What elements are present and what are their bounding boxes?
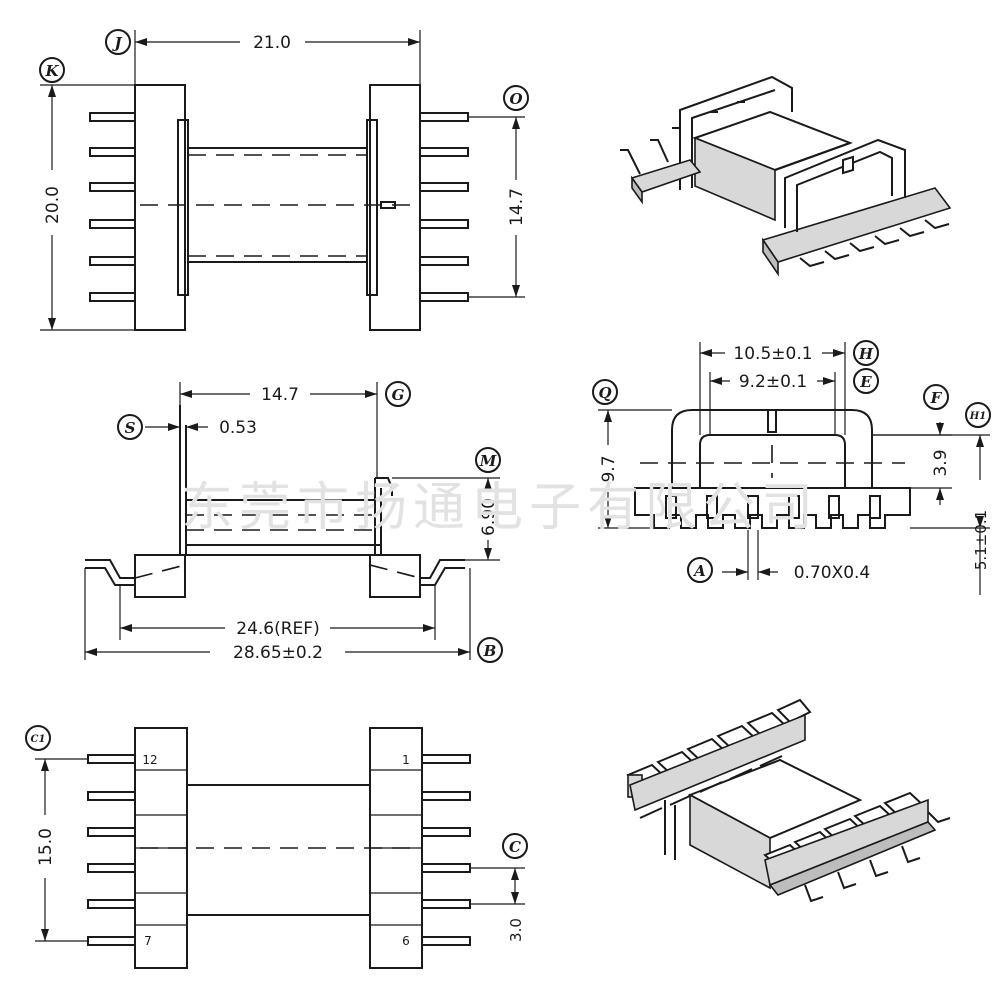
dim-side-inner-width: 14.7: [261, 385, 299, 405]
dim-top-width: 21.0: [253, 33, 291, 53]
tag-q: Q: [598, 384, 611, 402]
dim-end-height: 9.7: [599, 455, 619, 482]
dim-top-height: 20.0: [43, 186, 63, 224]
iso-top-smd-pins: [799, 219, 950, 268]
dim-top-pin-span: 14.7: [507, 188, 527, 226]
top-view: 21.0 J 20.0 K 14.7 O: [39, 29, 529, 331]
side-view: 14.7 G 0.53 S 6.90 M 24.6(REF): [84, 381, 503, 663]
tag-c1: C1: [31, 734, 46, 745]
dim-bottom-pin-row: 15.0: [36, 828, 56, 866]
tag-g: G: [392, 386, 405, 404]
tag-s: S: [125, 419, 136, 437]
bottom-view: 12 1 7 6 15.0 C1 3.0 C: [25, 725, 528, 969]
tag-o: O: [509, 90, 522, 108]
tag-k-circle: [39, 57, 65, 83]
pin-label-7: 7: [144, 934, 152, 948]
end-view: 10.5±0.1 H 9.2±0.1 E 9.7 Q 3.9: [592, 340, 991, 595]
tag-b: B: [483, 642, 497, 660]
tag-c: C: [509, 838, 521, 856]
dim-bottom-pitch: 3.0: [507, 918, 525, 942]
tag-g-circle: [385, 381, 411, 407]
pin-label-6: 6: [402, 934, 410, 948]
tag-j-circle: [105, 29, 131, 55]
isometric-view-top: [620, 75, 952, 277]
tag-j: J: [111, 34, 122, 52]
dim-end-total: 5.1±0.1: [972, 510, 990, 570]
tag-f: F: [930, 389, 943, 407]
tag-m: M: [479, 452, 497, 470]
tag-o-circle: [503, 85, 529, 111]
top-right-pins: [419, 112, 469, 302]
tag-a: A: [692, 562, 706, 580]
tag-s-circle: [117, 414, 143, 440]
top-left-pins: [89, 112, 136, 302]
dim-side-ref: 24.6(REF): [236, 619, 319, 639]
dim-end-pin: 0.70X0.4: [794, 563, 871, 583]
pin-label-12: 12: [142, 753, 157, 767]
bottom-right-pins: [421, 754, 471, 946]
tag-h1: H1: [969, 411, 986, 422]
tag-a-circle: [687, 557, 713, 583]
dim-end-outer-width: 10.5±0.1: [733, 344, 812, 364]
tag-q-circle: [592, 379, 618, 405]
tag-h1-circle: [965, 402, 991, 428]
tag-e: E: [859, 373, 872, 391]
tag-h: H: [858, 345, 874, 363]
dim-side-overall: 28.65±0.2: [233, 643, 323, 663]
top-left-flange: [134, 84, 186, 331]
iso-bottom-back-blocks: [626, 698, 812, 819]
top-left-flange-lip: [177, 119, 189, 296]
pin-label-1: 1: [402, 753, 410, 767]
tag-k: K: [44, 62, 59, 80]
top-polarity-marker: [380, 201, 396, 209]
bottom-left-pins: [87, 754, 136, 946]
tag-h-circle: [853, 340, 879, 366]
dim-side-height: 6.90: [479, 498, 499, 536]
tag-c1-circle: [25, 725, 51, 751]
tag-c-circle: [502, 833, 528, 859]
company-watermark: 东莞市扬通电子有限公司: [181, 478, 819, 538]
dim-end-step: 3.9: [931, 449, 951, 476]
tag-e-circle: [853, 368, 879, 394]
iso-bottom-front-blocks: [763, 791, 951, 903]
top-right-flange: [369, 84, 421, 331]
tag-m-circle: [475, 447, 501, 473]
end-view-pins: [665, 495, 881, 519]
tag-b-circle: [477, 637, 503, 663]
isometric-view-bottom: [626, 698, 951, 903]
dim-side-flange: 0.53: [219, 418, 257, 438]
top-right-flange-lip: [366, 119, 378, 296]
tag-f-circle: [923, 384, 949, 410]
dim-end-inner-width: 9.2±0.1: [739, 372, 807, 392]
